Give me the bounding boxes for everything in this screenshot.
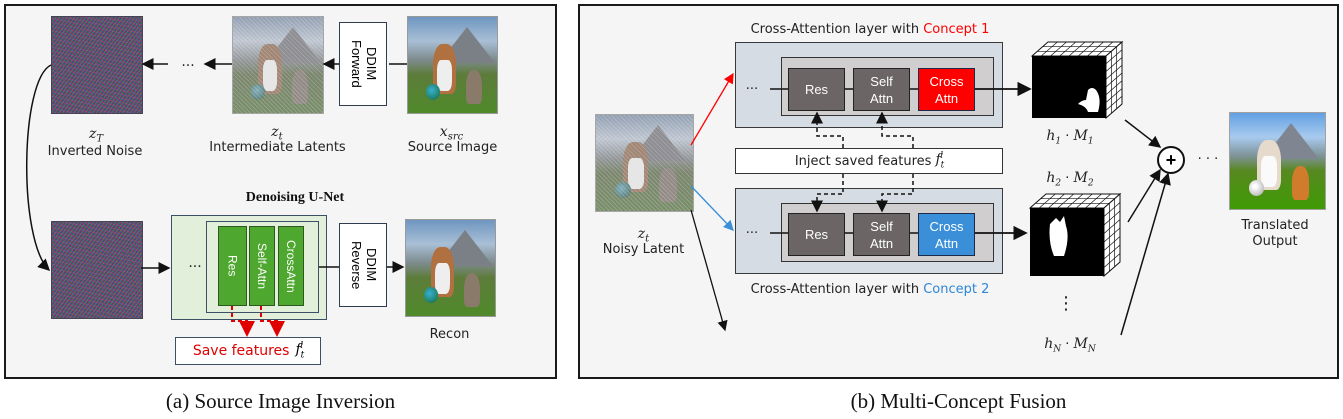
source-label: Source Image: [407, 140, 498, 155]
caption-b: (b) Multi-Concept Fusion: [850, 389, 1067, 413]
inject-symbol: ftl: [935, 151, 945, 171]
ddim-reverse-box: DDIM Reverse: [339, 223, 387, 307]
cube-grid-lines: [1037, 41, 1123, 114]
unet-title: Denoising U-Net: [245, 190, 345, 205]
arrow-loop-down: [26, 64, 52, 272]
layer2-self-attn-block: Self Attn: [853, 213, 910, 256]
mask-label-2: h2 · M2: [1046, 170, 1094, 189]
layer2-ellipsis: ···: [745, 226, 759, 241]
noisy-latent-label: Noisy Latent: [602, 242, 685, 257]
caption-a: (a) Source Image Inversion: [165, 389, 396, 413]
translated-output-image: [1229, 112, 1326, 210]
mask-vdots: ⋮: [1057, 293, 1075, 314]
layer2-title: Cross-Attention layer with Concept 2: [750, 282, 990, 297]
sum-plus-icon: +: [1157, 146, 1185, 174]
source-symbol: xsrc: [439, 124, 464, 143]
layer1-title: Cross-Attention layer with Concept 1: [750, 22, 990, 37]
unet-ellipsis: ···: [188, 259, 202, 275]
layer2-res-block: Res: [788, 213, 845, 256]
mask-silhouette: [1078, 88, 1100, 112]
cube-grid-lines: [1035, 193, 1121, 272]
intermediate-label: Intermediate Latents: [209, 140, 346, 155]
save-features-symbol: ftl: [295, 341, 305, 361]
cross-attn-block: CrossAttn: [278, 226, 304, 306]
inject-features-box: Inject saved features ftl: [735, 148, 1003, 174]
layer1-cross-attn-block: Cross Attn: [918, 68, 975, 111]
noise-input-image: [51, 221, 143, 319]
sum-hdots: · · ·: [1197, 152, 1219, 167]
mask-cube-2: [1028, 192, 1122, 278]
save-features-box: Save features ftl: [175, 337, 321, 365]
recon-label: Recon: [429, 327, 470, 342]
layer1-res-block: Res: [788, 68, 845, 111]
layer1-ellipsis: ···: [745, 82, 759, 97]
intermediate-symbol: zt: [271, 124, 283, 143]
panel-a-connectors: [26, 58, 407, 337]
inverted-noise-symbol: zT: [88, 126, 104, 145]
dashed-res-save: [231, 306, 255, 337]
ddim-forward-box: DDIM Forward: [339, 22, 387, 106]
mask-label-n: hN · MN: [1044, 336, 1096, 355]
mask-label-1: h1 · M1: [1046, 128, 1094, 147]
inverted-noise-image: [51, 16, 143, 114]
source-image: [407, 16, 498, 114]
mask-cube-1: [1030, 40, 1124, 120]
inverted-noise-label: Inverted Noise: [47, 144, 143, 159]
mask-silhouette: [1049, 216, 1068, 256]
layer1-self-attn-block: Self Attn: [853, 68, 910, 111]
translated-output-label: Translated Output: [1241, 218, 1309, 249]
noisy-latent-image: [595, 114, 694, 212]
ellipsis-top: ···: [181, 58, 195, 74]
recon-image: [405, 219, 496, 317]
res-block: Res: [218, 226, 247, 306]
self-attn-block: Self-Attn: [249, 226, 275, 306]
noisy-latent-symbol: zt: [637, 226, 650, 245]
dashed-selfattn-save: [260, 306, 285, 337]
layer2-cross-attn-block: Cross Attn: [918, 213, 975, 256]
